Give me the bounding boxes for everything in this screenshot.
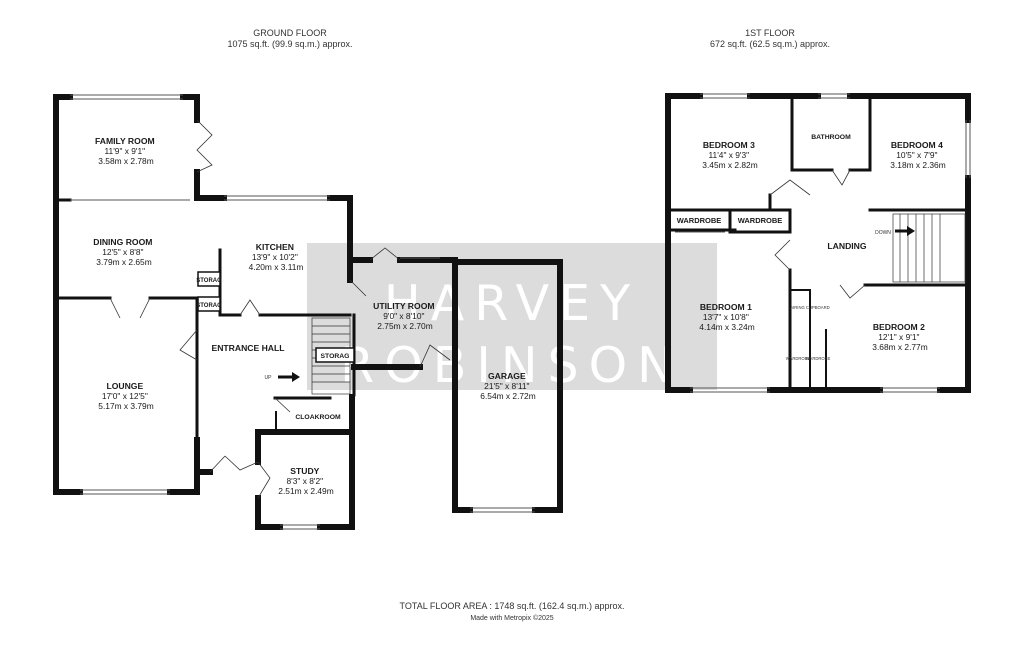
watermark-line1: HARVEY [384,275,640,332]
wardrobe-3-label: WARDROBE [786,356,811,361]
total-floor-area: TOTAL FLOOR AREA : 1748 sq.ft. (162.4 sq… [399,601,625,611]
metropix-credit: Made with Metropix ©2025 [470,615,554,622]
first-floor-header: 1ST FLOOR 672 sq.ft. (62.5 sq.m.) approx… [680,28,860,50]
landing-label: LANDING [827,241,866,251]
kitchen-label: KITCHEN 13'9" x 10'2" 4.20m x 3.11m [249,242,304,272]
ground-floor-header: GROUND FLOOR 1075 sq.ft. (99.9 sq.m.) ap… [200,28,380,50]
ground-floor-doors [109,119,451,499]
first-stairs [892,213,966,283]
ground-floor-area: 1075 sq.ft. (99.9 sq.m.) approx. [227,39,353,49]
stairs-down-label: DOWN [875,230,891,236]
entrance-hall-label: ENTRANCE HALL [211,343,284,353]
storage-label-2: STORAG [196,303,222,309]
utility-room-label: UTILITY ROOM 9'0" x 8'10" 2.75m x 2.70m [373,301,437,331]
bedroom-4-label: BEDROOM 4 10'5" x 7'9" 3.18m x 2.36m [890,140,945,170]
first-floor-windows [675,93,971,393]
ground-floor-walls [53,94,563,530]
cloakroom-label: CLOAKROOM [295,414,341,421]
ground-floor-title: GROUND FLOOR [253,28,327,38]
storage-label-1: STORAG [196,278,222,284]
storage-box-1 [197,271,221,287]
storage-box-3 [315,347,355,363]
storage-box-2 [197,296,221,312]
airing-cupboard-label: AIRING CUPBOARD [790,305,829,310]
bedroom-1-label: BEDROOM 1 13'7" x 10'8" 4.14m x 3.24m [699,302,754,332]
wardrobe-4-label: WARDROBE [806,356,831,361]
family-room-label: FAMILY ROOM 11'9" x 9'1" 3.58m x 2.78m [95,136,157,166]
bedroom-2-label: BEDROOM 2 12'1" x 9'1" 3.68m x 2.77m [872,322,927,352]
up-arrow-icon [278,372,300,382]
first-floor-area: 672 sq.ft. (62.5 sq.m.) approx. [709,39,831,49]
ground-floor-windows [70,94,535,530]
first-floor-doors [769,169,866,299]
storage-label-3: STORAG [321,353,350,360]
study-label: STUDY 8'3" x 8'2" 2.51m x 2.49m [278,466,333,496]
first-floor-walls [665,93,971,393]
first-floor-title: 1ST FLOOR [745,28,795,38]
lounge-label: LOUNGE 17'0" x 12'5" 5.17m x 3.79m [98,381,153,411]
garage-label: GARAGE 21'5" x 8'11" 6.54m x 2.72m [480,371,535,401]
bedroom-3-label: BEDROOM 3 11'4" x 9'3" 3.45m x 2.82m [702,140,757,170]
down-arrow-icon [895,226,915,236]
bathroom-label: BATHROOM [811,134,851,141]
dining-room-label: DINING ROOM 12'5" x 8'8" 3.79m x 2.65m [93,237,155,267]
stairs-up-label: UP [265,375,273,381]
wardrobe-1-label: WARDROBE [677,216,722,225]
wardrobe-2-label: WARDROBE [738,216,783,225]
